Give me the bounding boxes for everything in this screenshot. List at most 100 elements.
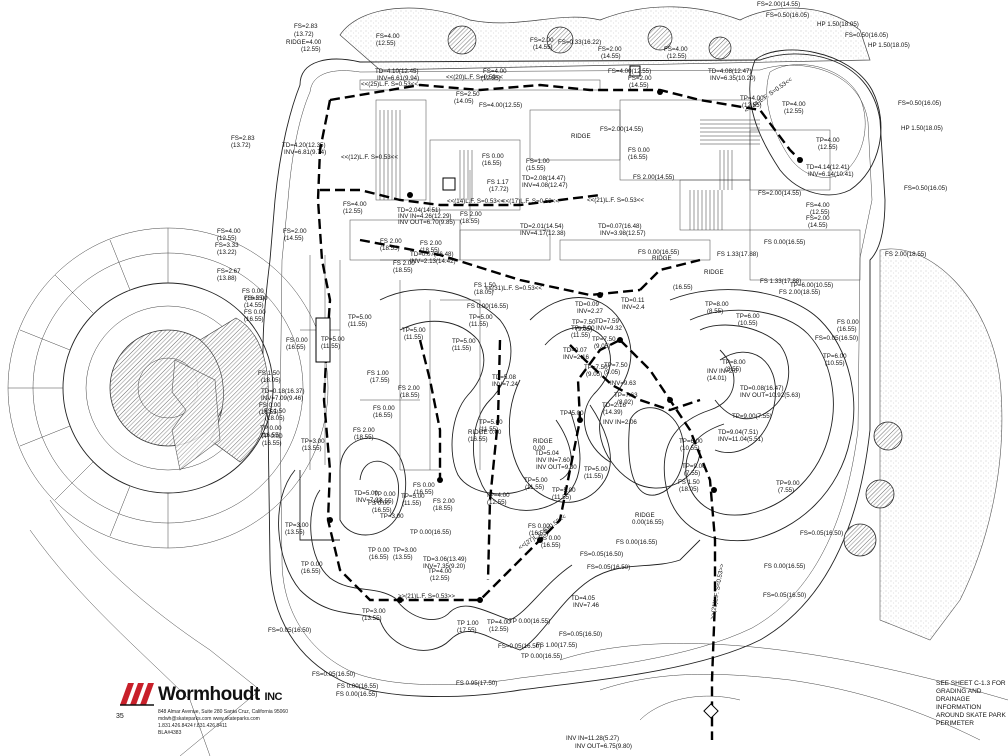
elevation-label: INV=7.35(9.20) (423, 563, 465, 570)
elevation-label: (12.55) (487, 499, 507, 506)
elevation-label: FS 0.00 (528, 523, 550, 530)
elevation-label: TP=5.00 (552, 487, 576, 494)
elevation-label: FS=4.00 (376, 33, 400, 40)
elevation-label: TP=4.00 (487, 619, 511, 626)
walkway-lower-left-edge (29, 529, 211, 756)
elevation-label: FS 0.95(17.50) (456, 680, 497, 687)
elevation-label: FS 1.33(17.88) (717, 251, 758, 258)
elevation-label: HP 1.50(18.05) (868, 42, 910, 49)
elevation-label: FS=4.00(12.55) (608, 68, 651, 75)
elevation-label: (7.55) (684, 470, 700, 477)
elevation-label: FS=0.50(16.05) (766, 12, 809, 19)
elevation-label: (16.55) (245, 295, 265, 302)
elevation-label: (8.55) (707, 308, 723, 315)
elevation-label: TP=5.00 (321, 336, 345, 343)
elevation-label: FS 2.00 (420, 240, 442, 247)
tree-planters (447, 25, 903, 557)
elevation-label: TP 0.00 (261, 433, 283, 440)
elevation-label: FS=2.50 (456, 91, 480, 98)
elevation-label: (14.55) (244, 302, 264, 309)
elevation-label: FS 2.00 (433, 498, 455, 505)
elevation-label: FS=0.05(16.50) (312, 671, 355, 678)
elevation-label: TP=7.50 (572, 319, 596, 326)
elevation-label: FS=0.05(16.50) (587, 564, 630, 571)
elevation-label: FS=4.00 (217, 228, 241, 235)
elevation-label: INV=7.24 (492, 381, 519, 388)
elevation-label: FS=2.00 (530, 37, 554, 44)
elevation-label: TP=9.00(7.55) (732, 413, 772, 420)
elevation-label: TP=3.00 (285, 522, 309, 529)
elevation-label: FS=2.83 (231, 135, 255, 142)
elevation-label: TP=5.00 (524, 477, 548, 484)
elevation-label: (16.55) (244, 316, 264, 323)
elevation-label: (9.05) (604, 369, 620, 376)
pipe-slope-label: >>(21)L.F. S=0.53>> (709, 563, 726, 621)
elevation-label: INV=6.35(10.20) (710, 75, 756, 82)
pipe-slope-label: <<(25)L.F. S=0.53<< (361, 81, 418, 88)
elevation-label: FS 0.00 (413, 482, 435, 489)
elevation-label: (16.55) (259, 409, 279, 416)
elevation-label: TP=3.00 (380, 513, 404, 520)
elevation-label: INV=7.46 (573, 602, 600, 609)
elevation-label: FS=2.00(14.55) (758, 190, 801, 197)
elevation-label: TP=6.00 (823, 353, 847, 360)
elevation-label: INV=4.08(12.47) (522, 182, 568, 189)
elevation-label: (18.55) (400, 392, 420, 399)
elevation-label: (14.01) (707, 375, 727, 382)
elevation-label: FS=0.33(16.22) (558, 39, 601, 46)
elevation-label: TD=2.04(14.51) (397, 207, 441, 214)
elevation-label: 0.00(16.55) (632, 519, 664, 526)
elevation-label: INV=7.23 (356, 497, 383, 504)
elevation-label: (16.55) (482, 160, 502, 167)
pipe-slope-label: <<(31)L.F. S=0.53<< (485, 285, 542, 292)
elevation-label: TP 0.00(16.55) (509, 618, 550, 625)
company-phone: 1.831.426.8424 f.831.426.8411 (158, 723, 228, 729)
elevation-label: (12.55) (742, 102, 762, 109)
elevation-label: TP=6.00(10.55) (790, 282, 833, 289)
stairs (379, 110, 760, 230)
elevation-label: (8.92) (617, 399, 633, 406)
elevation-label: (10.55) (825, 360, 845, 367)
elevation-label: TP 0.00 (374, 491, 396, 498)
elevation-label: (18.55) (460, 218, 480, 225)
elevation-label: TD=2.01(14.54) (520, 223, 564, 230)
elevation-label: TD=0.11 (621, 297, 645, 304)
company-address: 848 Almar Avenue, Suite 280 Santa Cruz, … (158, 709, 288, 715)
elevation-label: (16.55) (414, 489, 434, 496)
elevation-label: TD=9.04(7.51) (718, 429, 758, 436)
elevation-label: (16.55) (541, 542, 561, 549)
elevation-label: INV OUT=6.70(9.85) (398, 219, 455, 226)
elevation-label: RIDGE (635, 512, 655, 519)
elevation-label: TP=5.00 (584, 466, 608, 473)
elevation-label: TP=5.00 (348, 314, 372, 321)
elevation-label: TP 0.00(16.55) (410, 529, 451, 536)
elevation-label: TD=5.08 (492, 374, 516, 381)
pipe-slope-label: <<(12)L.F. S=0.53<< (341, 154, 398, 161)
elevation-label: FS=2.00 (598, 46, 622, 53)
elevation-label: TP=5.00 (571, 325, 595, 332)
elevation-label: (9.05) (576, 326, 592, 333)
elevation-label: (13.72) (231, 142, 251, 149)
elevation-label: TP=7.50 (584, 364, 608, 371)
planting-bed-top (339, 6, 871, 71)
elevation-label: 0.00 (533, 445, 546, 452)
plaza-spokes (8, 228, 169, 548)
pipe-slope-label: <<(14)L.F. S=0.53<< (447, 198, 504, 205)
elevation-label: TD=4.10(12.45) (375, 68, 419, 75)
elevation-label: (18.05) (261, 377, 281, 384)
elevation-label: (16.55) (529, 530, 549, 537)
elevation-label: HP 1.50(18.05) (817, 21, 859, 28)
elevation-label: (8.55) (725, 366, 741, 373)
page-number: 35 (116, 713, 124, 720)
elevation-label: INV OUT=10.92(5.63) (740, 392, 800, 399)
elevation-label: (12.55) (489, 626, 509, 633)
elevation-label: TD=0.07 (563, 347, 587, 354)
elevation-label: FS=0.50(16.05) (904, 185, 947, 192)
elevation-label: TD=4.05 (571, 595, 595, 602)
elevation-label: (16.55) (468, 436, 488, 443)
elevation-label: FS=2.00 (244, 295, 268, 302)
elevation-label: FS 2.00 (353, 427, 375, 434)
elevation-label: TD=0.07(16.48) (598, 223, 642, 230)
elevation-label: FS=0.05(16.50) (498, 643, 541, 650)
